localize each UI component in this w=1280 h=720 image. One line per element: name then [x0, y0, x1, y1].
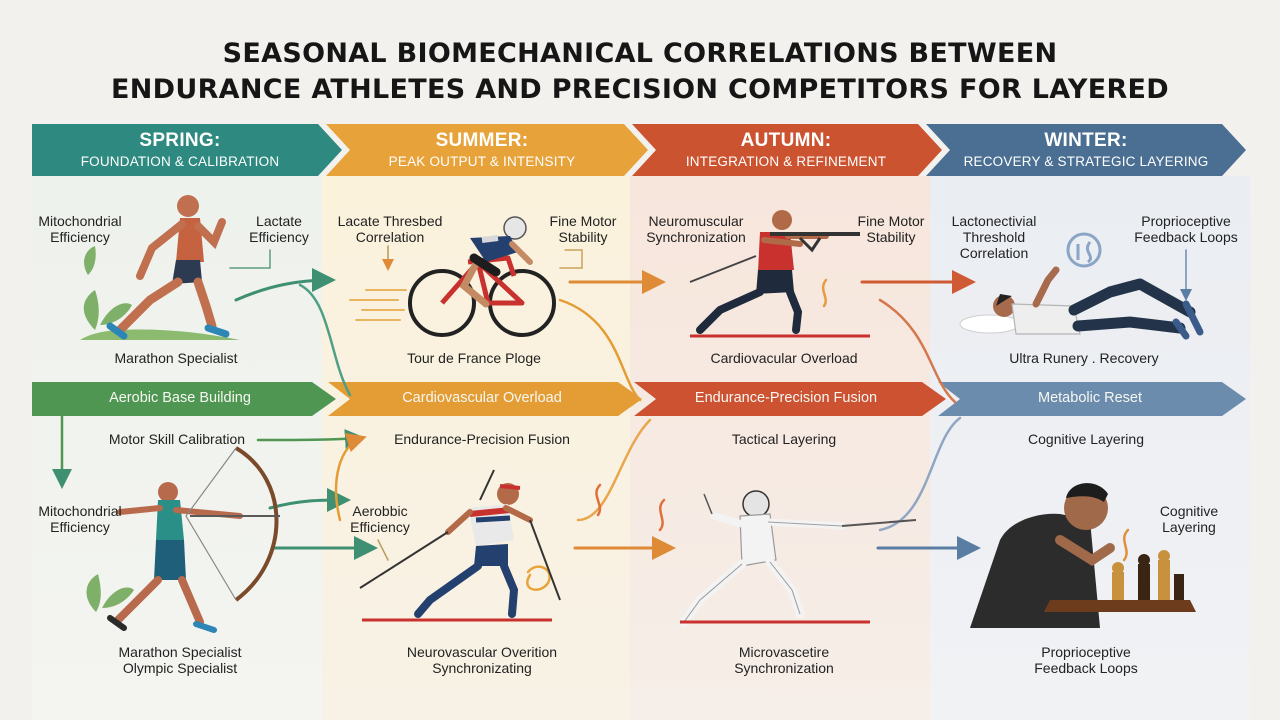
recovery-symbol-icon	[1066, 232, 1102, 268]
winter-band-arrow	[938, 382, 1246, 416]
biathlete-figure	[689, 210, 870, 338]
fencer-figure	[679, 490, 917, 627]
autumn-mid-label: Tactical Layering	[731, 431, 837, 447]
autumn-athlete-1-label: Cardiovacular Overload	[710, 350, 858, 366]
summer-athlete-1-label: Tour de France Ploge	[407, 350, 541, 366]
flow-curve-autumn-down	[878, 298, 957, 404]
summer-season-subtitle: PEAK OUTPUT & INTENSITY	[388, 154, 576, 169]
ski-runner-figure	[359, 469, 561, 622]
spring-athlete-1-label: Marathon Specialist	[114, 350, 238, 366]
autumn-season-subtitle: INTEGRATION & REFINEMENT	[685, 154, 887, 169]
flow-curve-spring-down	[298, 283, 352, 397]
spring-band-label: Aerobic Base Building	[109, 390, 251, 406]
title-line-2: ENDURANCE ATHLETES AND PRECISION COMPETI…	[111, 74, 1169, 105]
heat-swirl-autumn-2	[658, 498, 666, 532]
connector-summer-lower	[377, 539, 389, 561]
spring-mid-label: Motor Skill Calibration	[108, 431, 246, 447]
spring-chevron	[32, 124, 342, 176]
summer-band-arrow	[328, 382, 642, 416]
heat-swirl-autumn-3	[821, 278, 828, 308]
infographic-title: SEASONAL BIOMECHANICAL CORRELATIONS BETW…	[0, 36, 1280, 108]
autumn-band-label: Endurance-Precision Fusion	[694, 390, 878, 406]
title-line-1: SEASONAL BIOMECHANICAL CORRELATIONS BETW…	[222, 38, 1058, 69]
winter-chevron	[926, 124, 1246, 176]
flow-arrow-spring-summer-top	[234, 268, 336, 302]
spring-band-arrow	[32, 382, 336, 416]
connector-spring-right	[229, 249, 271, 269]
flow-curve-summer-up	[334, 433, 367, 522]
summer-mid-label: Endurance-Precision Fusion	[394, 431, 570, 447]
flow-arrow-spring-lower	[268, 488, 351, 513]
cyclist-figure	[408, 216, 556, 337]
winter-mid-label: Cognitive Layering	[1028, 431, 1144, 447]
winter-column	[930, 176, 1250, 720]
summer-band-label: Cardiovascular Overload	[402, 390, 562, 406]
winter-band-label: Metabolic Reset	[1038, 390, 1142, 406]
winter-season-subtitle: RECOVERY & STRATEGIC LAYERING	[963, 154, 1209, 169]
autumn-season-title: AUTUMN:	[740, 130, 832, 151]
summer-season-title: SUMMER:	[435, 130, 529, 151]
heat-swirl-winter	[1122, 528, 1130, 562]
heat-swirl-autumn-1	[595, 483, 602, 517]
flow-curve-spring-mid	[256, 429, 365, 449]
connector-summer-right	[559, 249, 583, 269]
flow-curve-summer-lower	[576, 418, 652, 522]
chess-player-figure	[970, 483, 1196, 628]
heat-swirl-summer	[526, 565, 551, 591]
speed-lines	[349, 289, 407, 321]
marathon-runner-figure	[106, 195, 230, 340]
summer-chevron	[326, 124, 648, 176]
spring-season-title: SPRING:	[139, 130, 221, 151]
autumn-chevron	[632, 124, 942, 176]
winter-season-title: WINTER:	[1044, 130, 1128, 151]
spring-season-subtitle: FOUNDATION & CALIBRATION	[80, 154, 280, 169]
flow-curve-autumn-lower	[878, 416, 962, 532]
recovering-athlete-figure	[959, 266, 1204, 340]
autumn-band-arrow	[634, 382, 946, 416]
archer-figure	[107, 446, 280, 633]
winter-athlete-1-label: Ultra Runery . Recovery	[1009, 350, 1159, 366]
flow-curve-summer-down	[558, 298, 642, 402]
